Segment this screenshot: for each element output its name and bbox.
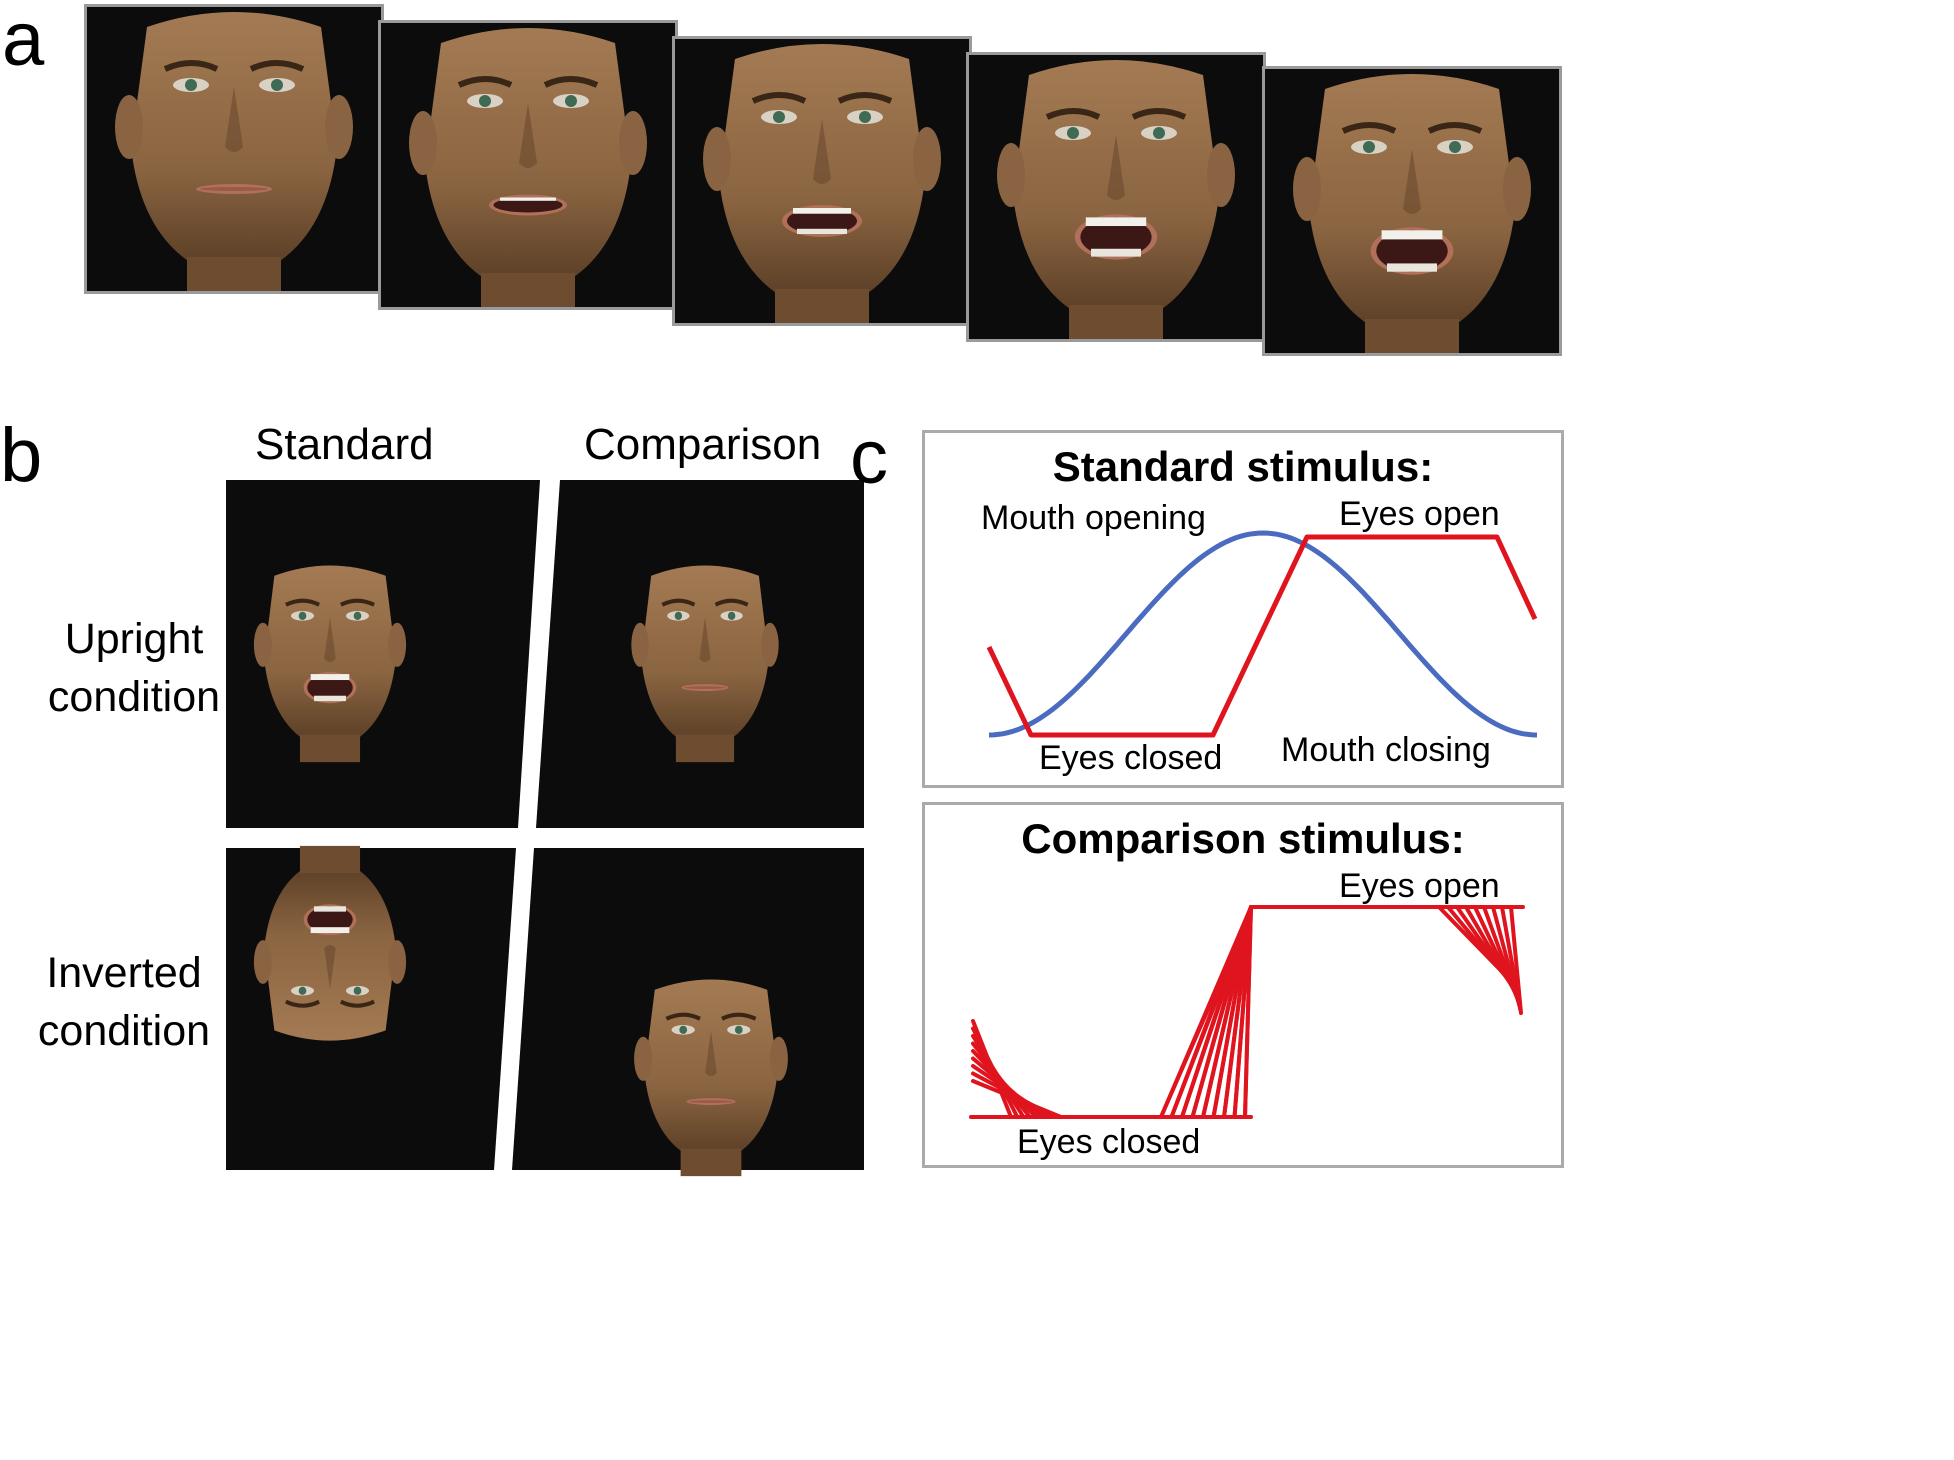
inverted-standard-face [253,845,407,1041]
face-frame-3 [672,36,972,326]
panel-a-letter: a [2,0,45,82]
label-mouth-opening: Mouth opening [981,499,1206,537]
row-label-inverted-line2: condition [37,1007,211,1055]
face-frame-5 [1262,66,1562,356]
comparison-stimulus-box: Comparison stimulus: Eyes open Eyes clos… [922,802,1564,1168]
column-header-comparison: Comparison [584,420,822,469]
mouth-curve-line [988,530,1538,738]
label-mouth-closing: Mouth closing [1281,731,1491,769]
column-header-standard: Standard [255,420,434,469]
face-illustration [1265,69,1559,353]
face-illustration [381,23,675,307]
standard-stimulus-plot [986,530,1538,738]
eyes-curve-fan [969,905,1525,1119]
row-label-inverted: Inverted condition [4,944,244,1060]
panel-b-letter: b [0,413,43,498]
face-frame-1 [84,4,384,294]
face-illustration [969,55,1263,339]
label-eyes-closed-standard: Eyes closed [1039,739,1223,777]
row-label-upright-line1: Upright [64,615,204,663]
row-label-inverted-line1: Inverted [46,949,202,997]
comparison-stimulus-plot [969,905,1525,1119]
eyes-curve-line [986,534,1538,738]
upright-standard-face [253,565,407,763]
row-label-upright-line2: condition [47,673,221,721]
face-illustration [675,39,969,323]
standard-stimulus-box: Standard stimulus: Mouth opening Eyes op… [922,430,1564,788]
standard-stimulus-title: Standard stimulus: [1052,443,1434,490]
comparison-stimulus-title: Comparison stimulus: [1021,815,1465,862]
label-eyes-open-comparison: Eyes open [1339,867,1500,905]
row-label-upright: Upright condition [14,610,254,726]
fan-line-right [1509,905,1523,1015]
upright-comparison-face [631,565,779,763]
face-illustration [87,7,381,291]
label-eyes-closed-comparison: Eyes closed [1017,1123,1201,1161]
fan-line-rise-b [1243,905,1253,1119]
fan-line-left [971,1079,1063,1119]
face-frame-4 [966,52,1266,342]
face-frame-2 [378,20,678,310]
label-eyes-open-standard: Eyes open [1339,495,1500,533]
inverted-comparison-face [634,979,788,1177]
panel-c-letter: c [850,415,888,500]
